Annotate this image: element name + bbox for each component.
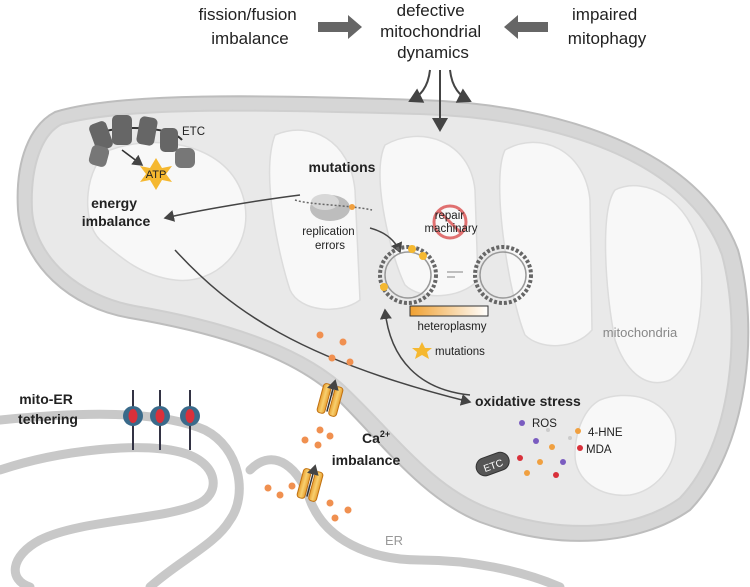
heteroplasmy-bar bbox=[409, 305, 489, 317]
ros-label: ROS bbox=[532, 418, 557, 430]
tether-protein-icon bbox=[123, 390, 143, 450]
er-membrane-outer bbox=[0, 443, 218, 587]
er-membrane-lower bbox=[245, 455, 565, 587]
ros-particles bbox=[517, 420, 583, 478]
mutations-legend-label: mutations bbox=[435, 346, 485, 358]
mutations-title: mutations bbox=[309, 159, 376, 175]
arrow-to-oxidative bbox=[174, 249, 472, 406]
replication-errors-label: replication errors bbox=[302, 226, 358, 252]
arrow-down-right bbox=[449, 69, 472, 103]
endoplasmic-reticulum bbox=[0, 409, 565, 587]
mutant-mtdna-circle bbox=[378, 245, 438, 305]
arrow-down-left bbox=[408, 69, 431, 103]
etc-complex-icon bbox=[88, 115, 195, 190]
repair-machinery-prohibited-icon bbox=[432, 204, 468, 240]
impaired-mitophagy-label: impaired mitophagy bbox=[568, 5, 647, 48]
mito-er-tethering-label: mito-ER tethering bbox=[18, 391, 78, 427]
defective-dynamics-label: defective mitochondrial dynamics bbox=[380, 1, 486, 62]
calcium-channel-lower bbox=[296, 464, 324, 502]
arrow-right-icon bbox=[318, 15, 362, 39]
wildtype-mtdna-circle bbox=[473, 245, 533, 305]
mitochondrion: mitochondria bbox=[16, 95, 750, 542]
mutation-star-icon bbox=[412, 342, 432, 359]
hne-label: 4-HNE bbox=[588, 427, 623, 439]
mitochondria-label: mitochondria bbox=[603, 325, 678, 340]
calcium-channel-upper bbox=[316, 379, 344, 417]
tethering-proteins bbox=[123, 390, 200, 450]
tether-protein-icon bbox=[180, 390, 200, 450]
calcium-imbalance-label: imbalance bbox=[332, 452, 401, 468]
etc-label: ETC bbox=[182, 126, 205, 138]
arrow-to-energy bbox=[163, 194, 301, 222]
atp-label: ATP bbox=[146, 169, 167, 181]
heteroplasmy-label: heteroplasmy bbox=[417, 321, 486, 333]
fission-fusion-label: fission/fusion imbalance bbox=[198, 5, 301, 48]
calcium-ions bbox=[264, 331, 354, 522]
equilibrium-arrows-icon bbox=[447, 271, 463, 278]
arrow-oxidative-to-mtdna bbox=[379, 308, 471, 396]
er-label: ER bbox=[385, 533, 403, 548]
energy-imbalance-label: energy imbalance bbox=[82, 195, 151, 229]
arrow-left-icon bbox=[504, 15, 548, 39]
replication-polymerase-icon bbox=[294, 194, 373, 221]
etc-pill-icon bbox=[475, 451, 510, 477]
header-arrows bbox=[318, 15, 548, 132]
mda-label: MDA bbox=[586, 444, 612, 456]
er-membrane-inner bbox=[0, 409, 244, 587]
repair-machinery-label: repair machinary bbox=[424, 210, 477, 235]
tether-protein-icon bbox=[150, 390, 170, 450]
calcium-label: Ca2+ bbox=[362, 429, 390, 446]
oxidative-stress-label: oxidative stress bbox=[475, 393, 581, 409]
